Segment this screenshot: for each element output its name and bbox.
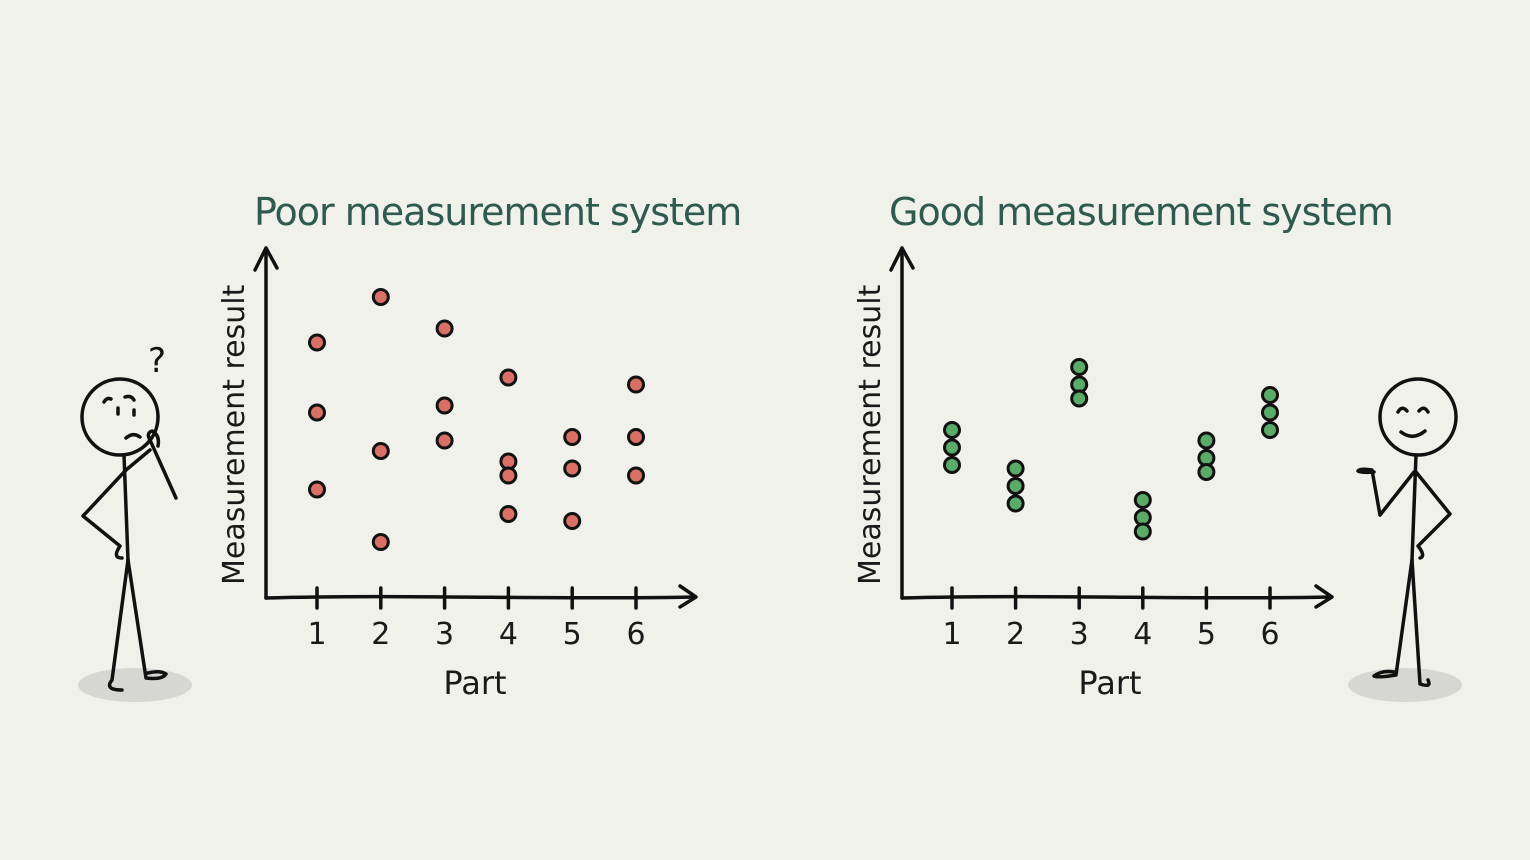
data-point xyxy=(1261,403,1279,422)
data-point xyxy=(435,431,454,450)
x-tick-label: 2 xyxy=(1006,617,1025,652)
data-point xyxy=(627,375,645,394)
x-tick-label: 4 xyxy=(1133,617,1152,652)
left-leg xyxy=(1372,558,1414,679)
left-leg xyxy=(107,558,130,692)
head xyxy=(1378,377,1458,457)
data-point xyxy=(1261,386,1279,404)
x-tick-label: 5 xyxy=(563,617,582,652)
eye xyxy=(1417,406,1430,414)
poor-measurement-chart: Poor measurement system Measurement resu… xyxy=(217,190,742,702)
eyebrow xyxy=(102,396,113,404)
data-point xyxy=(1006,477,1025,495)
data-points xyxy=(308,288,645,551)
arm-on-hip xyxy=(81,468,128,560)
x-tick-label: 1 xyxy=(942,617,961,652)
data-point xyxy=(1070,358,1089,376)
good-measurement-chart: Good measurement system Measurement resu… xyxy=(853,190,1394,702)
x-tick-label: 6 xyxy=(626,617,645,652)
data-point xyxy=(371,288,390,306)
chart-title: Poor measurement system xyxy=(254,190,741,234)
x-ticks: 1 2 3 4 5 6 xyxy=(942,586,1280,652)
data-point xyxy=(1133,491,1152,509)
data-point xyxy=(943,456,961,474)
presenting-arm xyxy=(1356,467,1416,517)
right-leg xyxy=(126,558,168,681)
data-point xyxy=(1070,389,1089,408)
eye xyxy=(1396,406,1409,414)
head xyxy=(80,377,160,457)
x-tick-label: 3 xyxy=(1070,617,1089,652)
right-leg xyxy=(1410,558,1431,688)
data-point xyxy=(499,368,518,387)
data-point xyxy=(943,438,961,457)
data-point xyxy=(627,466,645,485)
data-point xyxy=(308,480,326,499)
data-point xyxy=(1133,522,1152,541)
shadow xyxy=(78,668,192,702)
data-point xyxy=(563,428,582,446)
data-point xyxy=(371,442,390,460)
data-point xyxy=(1197,431,1216,450)
x-tick-label: 3 xyxy=(435,617,454,652)
x-axis-label: Part xyxy=(443,664,506,702)
x-axis-arrow-icon xyxy=(678,584,698,609)
happy-stick-figure xyxy=(1348,377,1462,702)
arm-to-chin xyxy=(124,429,178,500)
data-points xyxy=(943,358,1279,541)
data-point xyxy=(499,505,518,523)
eyebrow xyxy=(123,394,136,402)
data-point xyxy=(308,403,326,422)
y-axis-label: Measurement result xyxy=(217,284,252,585)
data-point xyxy=(943,421,961,439)
x-tick-label: 4 xyxy=(499,617,518,652)
data-point xyxy=(435,396,454,415)
data-point xyxy=(627,428,645,446)
x-axis-arrow-icon xyxy=(1314,584,1334,609)
y-axis-arrow-icon xyxy=(253,246,279,272)
x-tick-label: 1 xyxy=(307,617,326,652)
x-axis-label: Part xyxy=(1078,664,1141,702)
x-axis xyxy=(264,594,696,600)
data-point xyxy=(1006,494,1025,513)
mouth xyxy=(124,433,142,440)
x-axis xyxy=(900,594,1332,600)
question-mark-icon: ? xyxy=(148,341,166,381)
y-axis xyxy=(899,250,905,600)
data-point xyxy=(499,466,518,485)
x-tick-label: 6 xyxy=(1260,617,1279,652)
data-point xyxy=(563,459,582,478)
arm-on-hip xyxy=(1414,470,1452,560)
eyes xyxy=(116,406,136,417)
data-point xyxy=(1197,463,1216,481)
data-point xyxy=(563,512,582,530)
confused-stick-figure: ? xyxy=(78,341,192,702)
data-point xyxy=(1261,421,1279,439)
y-axis-label: Measurement result xyxy=(853,284,888,585)
data-point xyxy=(1006,459,1025,478)
mouth xyxy=(1399,429,1427,438)
x-tick-label: 2 xyxy=(371,617,390,652)
y-axis xyxy=(263,250,269,600)
y-axis-arrow-icon xyxy=(889,246,915,272)
shadow xyxy=(1348,668,1462,702)
data-point xyxy=(371,533,390,551)
data-point xyxy=(308,333,326,352)
x-tick-label: 5 xyxy=(1197,617,1216,652)
x-ticks: 1 2 3 4 5 6 xyxy=(307,586,646,652)
data-point xyxy=(435,319,454,338)
chart-title: Good measurement system xyxy=(889,190,1393,234)
